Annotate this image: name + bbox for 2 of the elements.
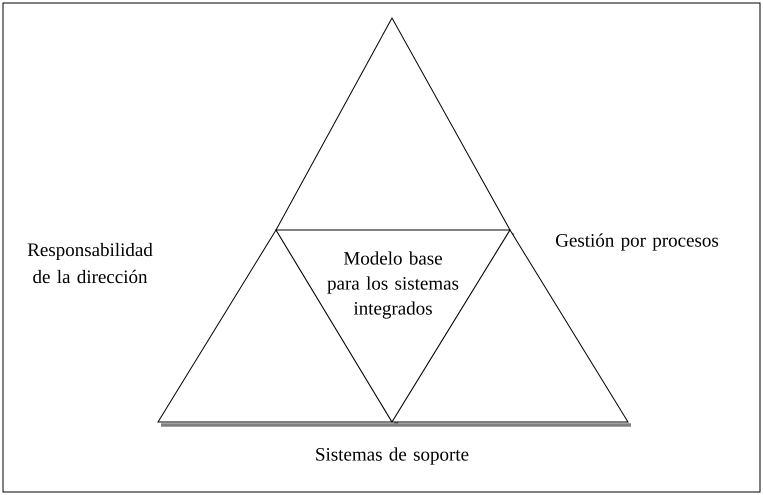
side-label: Sistemas de soporte [316, 447, 468, 465]
side-label: Gestión por procesos [556, 233, 718, 251]
